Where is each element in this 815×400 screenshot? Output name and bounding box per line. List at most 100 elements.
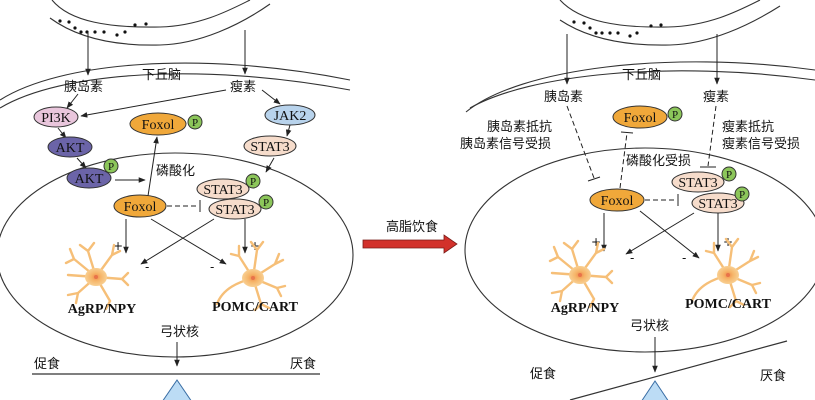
- foxo-node: [589, 188, 645, 212]
- plus-sign: +: [591, 235, 601, 249]
- balance-fulcrum: [641, 380, 669, 400]
- leptin-resistance-label: 瘦素抵抗: [722, 119, 774, 135]
- phosphate-badge: [103, 158, 119, 174]
- phosphate-badge: [734, 186, 750, 202]
- phosphate-badge-label: P: [726, 169, 732, 181]
- phosphorylation-impaired-label: 磷酸化受损: [626, 154, 691, 169]
- insulin-label: 胰岛素: [64, 79, 103, 95]
- akt-node: [47, 136, 93, 158]
- arcuate-nucleus-label: 弓状核: [160, 325, 199, 340]
- phosphorylation-label: 磷酸化: [156, 164, 195, 179]
- stat3-to-agrp-arrow: [140, 218, 215, 265]
- phosphate-badge: [667, 106, 683, 122]
- pomc-cart-label: POMC/CART: [212, 300, 298, 315]
- arcuate-nucleus-boundary: [0, 152, 354, 358]
- stat3-phospho-node-1: [196, 178, 250, 200]
- jak2-to-stat3-arrow: [285, 124, 292, 137]
- pi3k-node: [33, 106, 79, 128]
- stat3-to-agrp-arrow: [625, 212, 695, 255]
- inhibition-bar: [620, 131, 634, 134]
- stat3-node: [243, 135, 297, 157]
- minus-sign: -: [145, 260, 149, 274]
- hypothalamus-membrane-inner: [469, 70, 815, 109]
- minus-sign: -: [210, 260, 214, 274]
- anorexigenic-label: 厌食: [760, 368, 786, 384]
- arcuate-nucleus-label: 弓状核: [630, 319, 669, 334]
- leptin-to-jak2-arrow: [261, 89, 281, 105]
- hypothalamus-label: 下丘脑: [142, 68, 181, 83]
- akt-to-pakt-arrow: [76, 157, 87, 169]
- leptin-label: 瘦素: [230, 79, 256, 95]
- phosphorylation-impaired-line: [619, 132, 628, 189]
- stat3-phospho-node-2: [208, 198, 262, 220]
- stat3-label: STAT3: [250, 140, 289, 155]
- foxo-phospho-label: Foxol: [624, 111, 657, 126]
- agrp-neuron-icon: [64, 241, 130, 311]
- stat3-phospho-label-2: STAT3: [698, 197, 737, 212]
- arcuate-nucleus-boundary: [464, 147, 815, 353]
- high-fat-diet-arrow: [362, 234, 458, 254]
- orexigenic-label: 促食: [530, 366, 556, 382]
- plus-sign: +: [113, 239, 123, 253]
- phosphate-badge: [258, 194, 274, 210]
- agrp-npy-label: AgRP/NPY: [68, 302, 136, 317]
- hypothalamus-label: 下丘脑: [622, 68, 661, 83]
- jak2-label: JAK2: [274, 109, 307, 124]
- akt-phospho-label: AKT: [75, 172, 104, 187]
- foxo-phospho-node: [129, 112, 187, 136]
- insulin-label: 胰岛素: [544, 89, 583, 105]
- balance-fulcrum: [162, 379, 192, 400]
- panel-normal: 下丘脑 胰岛素 瘦素 PI3K AKT AKT P Foxol P 磷酸化 Fo…: [0, 0, 354, 400]
- vessel-particles: [58, 19, 148, 37]
- hypothalamus-membrane-outer: [0, 62, 351, 101]
- stat3-phospho-node-1: [671, 171, 725, 193]
- foxo-label: Foxol: [601, 194, 634, 209]
- phosphate-badge-label: P: [739, 189, 745, 201]
- vessel-wall-upper: [51, 0, 251, 28]
- foxo-label: Foxol: [124, 200, 157, 215]
- high-fat-diet-label: 高脂饮食: [386, 219, 438, 235]
- akt-label: AKT: [56, 141, 85, 156]
- vessel-wall-upper: [559, 0, 761, 28]
- transition: 高脂饮食: [362, 219, 458, 254]
- akt-phospho-node: [66, 167, 112, 189]
- foxo-phospho-label: Foxol: [142, 118, 175, 133]
- phosphate-badge-label: P: [108, 161, 114, 173]
- insulin-to-pi3k-arrow: [66, 93, 79, 109]
- foxo-node: [113, 194, 167, 218]
- vessel-particles: [572, 20, 663, 38]
- leptin-signal-impaired-label: 瘦素信号受损: [722, 136, 800, 152]
- inhibition-bar: [587, 176, 601, 182]
- phosphate-badge-label: P: [672, 109, 678, 121]
- insulin-impaired-line: [566, 105, 595, 179]
- insulin-resistance-label: 胰岛素抵抗: [487, 119, 552, 135]
- panel-high-fat: 下丘脑 胰岛素 瘦素 胰岛素抵抗 胰岛素信号受损 瘦素抵抗 瘦素信号受损 Fox…: [460, 0, 815, 400]
- hypothalamus-membrane-outer: [465, 61, 815, 113]
- agrp-neuron-icon: [548, 239, 614, 309]
- foxo-to-pomc-arrow: [150, 218, 227, 265]
- vessel-wall-lower: [559, 5, 781, 46]
- foxo-to-pomc-arrow: [639, 210, 700, 259]
- hypothalamus-membrane-inner: [0, 73, 351, 109]
- phosphate-badge: [245, 173, 261, 189]
- phosphate-badge: [721, 166, 737, 182]
- phosphorylation-arrow: [147, 136, 159, 197]
- stat3-phospho-label-1: STAT3: [203, 183, 242, 198]
- phosphate-badge: [187, 114, 203, 130]
- minus-sign: -: [630, 251, 634, 265]
- phosphate-badge-label: P: [263, 197, 269, 209]
- minus-sign: -: [682, 251, 686, 265]
- stat3-to-pstat3-arrow: [265, 157, 275, 173]
- vessel-wall-lower: [49, 3, 271, 46]
- leptin-label: 瘦素: [703, 89, 729, 105]
- foxo-phospho-node: [612, 105, 668, 129]
- agrp-npy-label: AgRP/NPY: [551, 301, 619, 316]
- phosphate-badge-label: P: [192, 117, 198, 129]
- phosphate-badge-label: P: [250, 176, 256, 188]
- stat3-phospho-label-2: STAT3: [215, 203, 254, 218]
- anorexigenic-label: 厌食: [290, 356, 316, 372]
- balance-beam: [569, 340, 788, 400]
- orexigenic-label: 促食: [34, 356, 60, 372]
- pi3k-label: PI3K: [41, 111, 71, 126]
